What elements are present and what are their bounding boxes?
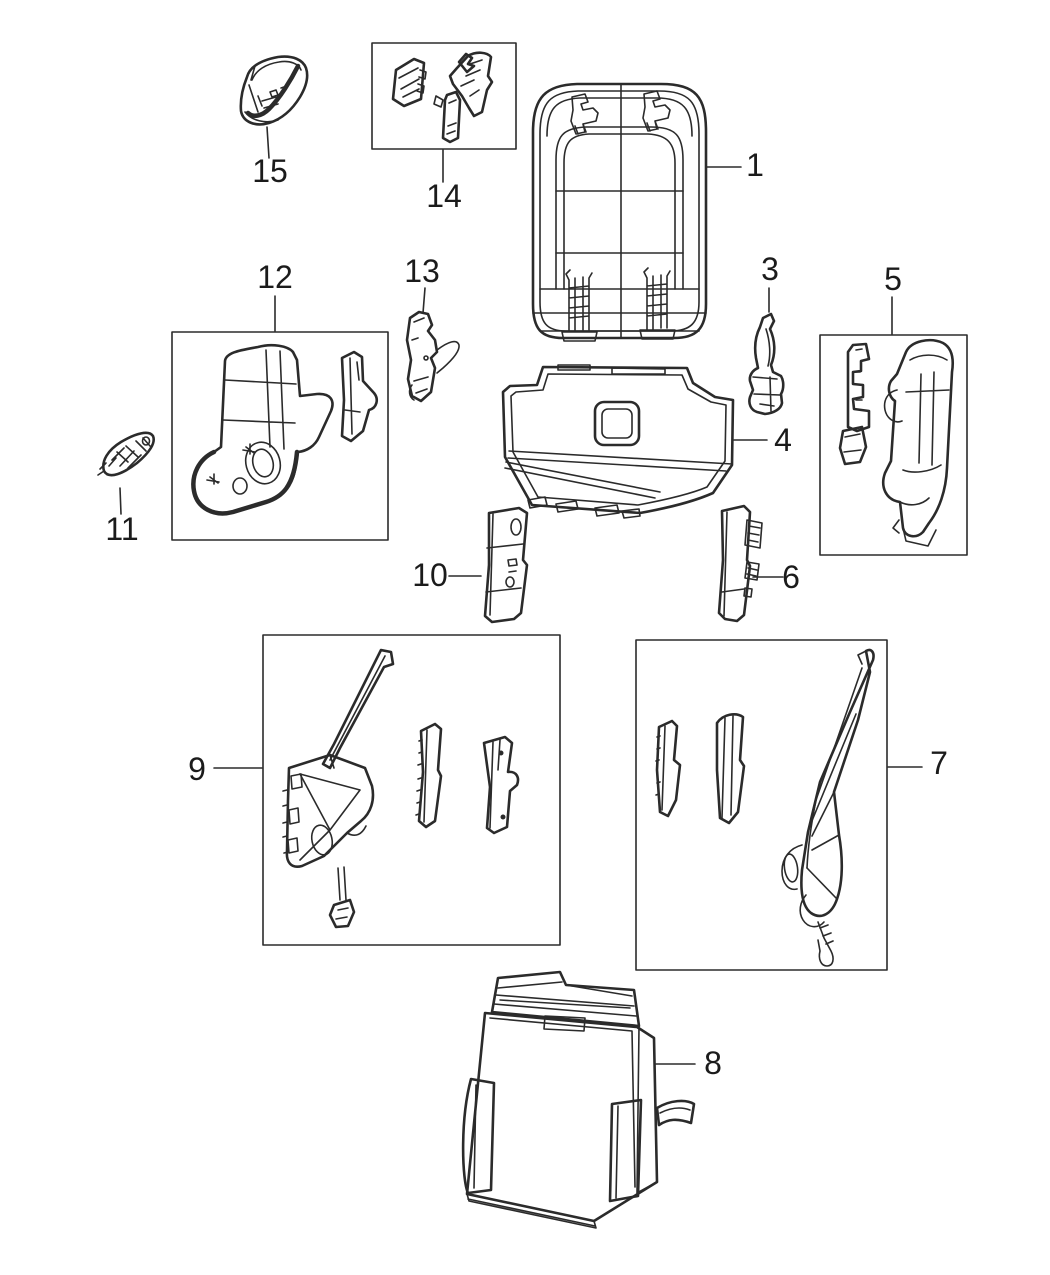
callout-15: 15 <box>252 153 288 189</box>
callout-3: 3 <box>761 251 779 287</box>
part-5-drawing <box>838 339 955 547</box>
part-3-drawing <box>748 312 785 416</box>
callout-11: 11 <box>105 511 139 547</box>
callout-6: 6 <box>782 559 800 595</box>
part-9-drawing <box>282 648 520 929</box>
group-box-12 <box>171 331 389 541</box>
group-box-7 <box>635 639 888 971</box>
part-10-drawing <box>483 506 529 624</box>
part-8-drawing <box>461 970 696 1229</box>
part-1-drawing <box>531 82 708 342</box>
callout-7: 7 <box>930 745 948 781</box>
callout-10: 10 <box>412 557 448 593</box>
callout-14: 14 <box>426 178 462 214</box>
part-13-drawing <box>405 310 460 403</box>
callout-12: 12 <box>257 259 293 295</box>
part-4-drawing <box>501 364 735 519</box>
callout-4: 4 <box>774 422 792 458</box>
group-box-9 <box>262 634 561 946</box>
group-box-5 <box>819 334 968 556</box>
callout-9: 9 <box>188 751 206 787</box>
part-12-drawing <box>191 343 379 516</box>
callout-1: 1 <box>746 147 764 183</box>
callout-8: 8 <box>704 1045 722 1081</box>
callout-13: 13 <box>404 253 440 289</box>
part-14-drawing <box>391 51 494 144</box>
part-11-drawing <box>97 431 155 477</box>
leader-lines <box>119 126 923 1065</box>
part-6-drawing <box>717 504 763 623</box>
callout-5: 5 <box>884 261 902 297</box>
part-7-drawing <box>655 648 875 967</box>
part-15-drawing <box>239 55 309 126</box>
group-box-14 <box>371 42 517 150</box>
